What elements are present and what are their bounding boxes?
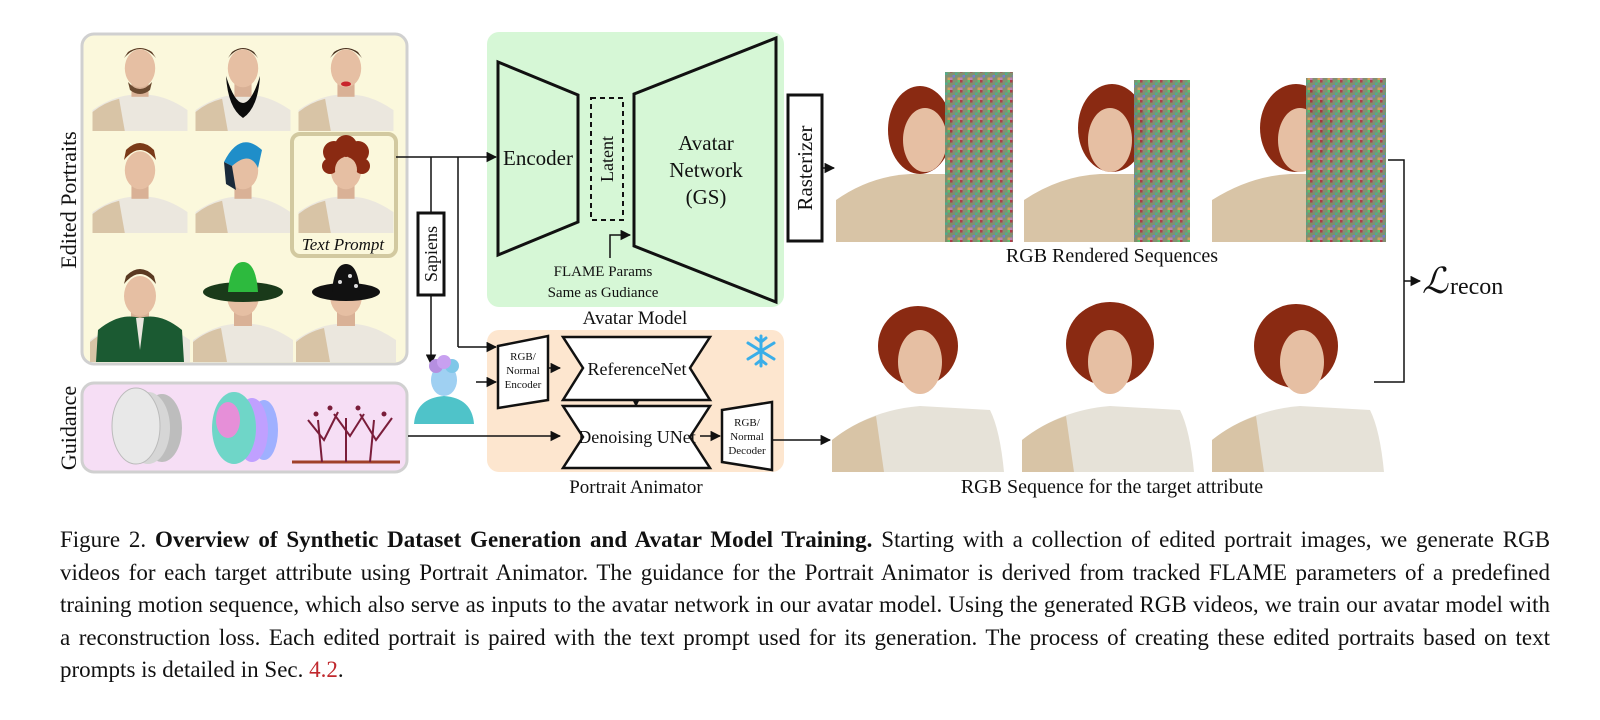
rgb-normal-encoder-label-1: RGB/ bbox=[510, 351, 537, 363]
flame-params-label: FLAME Params bbox=[554, 264, 653, 280]
rgb-normal-encoder-block bbox=[496, 334, 550, 410]
rendered-frame-3 bbox=[1212, 72, 1388, 242]
portrait-curly-red-hair bbox=[298, 135, 394, 233]
rendered-frame-2 bbox=[1024, 72, 1196, 242]
guidance-label: Guidance bbox=[56, 386, 81, 470]
rgb-normal-decoder-label-1: RGB/ bbox=[734, 417, 761, 429]
portrait-black-hat bbox=[296, 264, 396, 362]
target-frame-1 bbox=[832, 306, 1004, 472]
encoder-block bbox=[496, 59, 580, 258]
sapiens-box bbox=[416, 211, 446, 297]
pipeline-figure: Text Prompt bbox=[56, 32, 1503, 498]
rasterizer-box bbox=[786, 93, 824, 243]
snowflake-icon bbox=[746, 334, 776, 368]
encoder-label: Encoder bbox=[503, 146, 573, 170]
portrait-short-hair bbox=[92, 143, 188, 233]
flame-params-sublabel: Same as Gudiance bbox=[548, 285, 659, 301]
avatar-network-label-2: Network bbox=[669, 158, 743, 182]
avatar-network-block bbox=[632, 35, 778, 305]
sapiens-normal-bust bbox=[414, 355, 474, 424]
caption-body: Starting with a collection of edited por… bbox=[60, 527, 1551, 682]
portrait-long-beard bbox=[195, 48, 291, 131]
referencenet-label: ReferenceNet bbox=[588, 359, 687, 379]
denoising-unet-block bbox=[560, 404, 713, 470]
latent-box bbox=[590, 97, 624, 221]
connectors bbox=[396, 151, 1422, 446]
portrait-red-lips bbox=[298, 48, 394, 131]
rasterizer-label: Rasterizer bbox=[793, 125, 817, 210]
caption-label: Figure 2. bbox=[60, 527, 147, 552]
portrait-green-suit bbox=[90, 269, 190, 362]
portrait-beard-stubble bbox=[92, 48, 188, 131]
portrait-animator-label: Portrait Animator bbox=[569, 477, 703, 498]
portrait-green-hat bbox=[193, 262, 293, 362]
figure-caption: Figure 2. Overview of Synthetic Dataset … bbox=[60, 524, 1550, 687]
rgb-normal-decoder-block bbox=[720, 400, 774, 472]
rgb-normal-encoder-label-2: Normal bbox=[506, 365, 540, 377]
avatar-network-label-3: (GS) bbox=[686, 185, 727, 209]
edited-portraits-label: Edited Portraits bbox=[56, 131, 81, 268]
guidance-normal-heads bbox=[212, 392, 278, 464]
rgb-normal-decoder-label-2: Normal bbox=[730, 431, 764, 443]
target-frame-3 bbox=[1212, 304, 1384, 472]
loss-subscript: recon bbox=[1450, 274, 1503, 300]
loss-symbol: ℒ bbox=[1422, 261, 1449, 301]
rgb-normal-decoder-label-3: Decoder bbox=[728, 445, 766, 457]
rendered-frame-1 bbox=[836, 72, 1016, 242]
rgb-rendered-label: RGB Rendered Sequences bbox=[1006, 245, 1218, 267]
guidance-mesh-heads bbox=[111, 387, 182, 465]
avatar-network-label-1: Avatar bbox=[678, 131, 734, 155]
avatar-model-label: Avatar Model bbox=[583, 308, 688, 329]
caption-end: . bbox=[337, 657, 344, 682]
denoising-unet-label: Denoising UNet bbox=[578, 427, 695, 447]
portrait-blue-hair bbox=[195, 142, 291, 233]
rgb-target-label: RGB Sequence for the target attribute bbox=[961, 476, 1263, 498]
referencenet-block bbox=[560, 335, 713, 402]
guidance-keypoints bbox=[292, 405, 400, 464]
caption-title: Overview of Synthetic Dataset Generation… bbox=[154, 527, 873, 552]
text-prompt-label: Text Prompt bbox=[302, 235, 386, 254]
section-reference-link[interactable]: 4.2 bbox=[309, 657, 338, 682]
latent-label: Latent bbox=[597, 136, 617, 182]
sapiens-label: Sapiens bbox=[421, 226, 441, 282]
target-frame-2 bbox=[1022, 302, 1194, 472]
rgb-normal-encoder-label-3: Encoder bbox=[505, 379, 542, 391]
text-prompt-highlight bbox=[290, 132, 398, 258]
